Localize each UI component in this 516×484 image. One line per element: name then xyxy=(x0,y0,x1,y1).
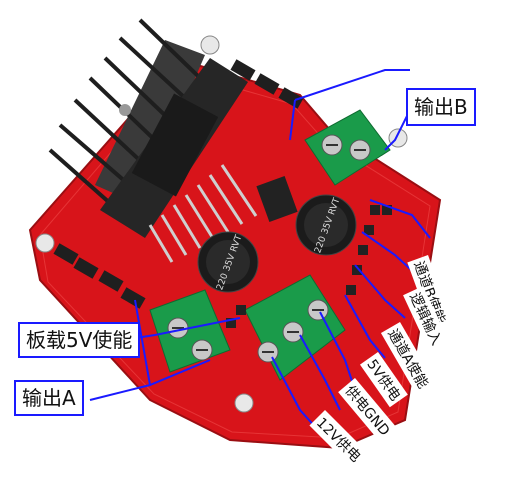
header-pins xyxy=(226,205,392,328)
label-onboard-5v-enable: 板载5V使能 xyxy=(18,322,141,358)
mounting-hole-bottom xyxy=(234,393,254,413)
ic-pins xyxy=(148,164,258,263)
label-output-b: 输出B xyxy=(406,88,476,126)
terminal-block-a xyxy=(149,289,231,373)
smd-chip xyxy=(256,176,298,222)
capacitor-left xyxy=(197,231,259,293)
capacitor-right xyxy=(295,194,357,256)
terminal-block-b xyxy=(304,109,391,186)
mounting-hole-left xyxy=(35,233,55,253)
diodes xyxy=(53,59,304,309)
mounting-hole-top xyxy=(200,35,220,55)
heatsink xyxy=(48,18,248,238)
label-output-a: 输出A xyxy=(14,380,84,416)
